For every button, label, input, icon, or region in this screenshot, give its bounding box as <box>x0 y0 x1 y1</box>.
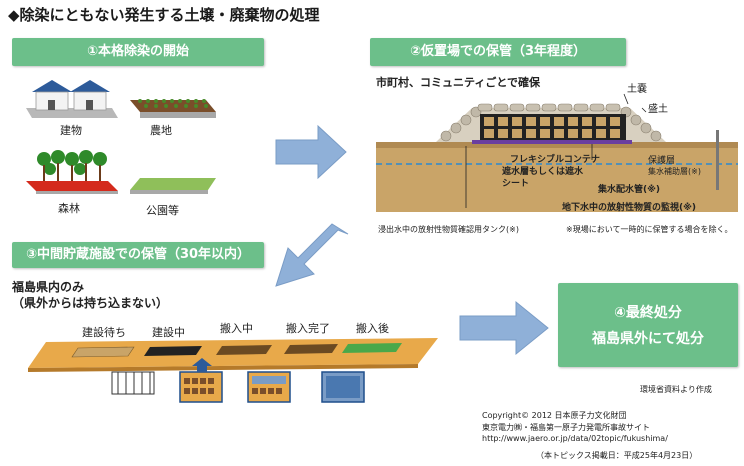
label-donou: 土嚢 <box>627 84 647 95</box>
copyright-link[interactable]: http://www.jaero.or.jp/data/02topic/fuku… <box>482 434 668 443</box>
storage-cross-section <box>376 93 738 212</box>
stage-label-loading: 搬入中 <box>220 322 253 335</box>
label-tank: 浸出水中の放射性物質確認用タンク(※) <box>378 225 519 234</box>
copyright-line2: 東京電力㈱・福島第一原子力発電所事故サイト <box>482 423 650 432</box>
stage-label-waiting: 建設待ち <box>82 326 126 339</box>
label-shasui: 遮水層もしくは遮水シート <box>502 167 584 189</box>
item-building-label: 建物 <box>60 124 82 137</box>
label-hogo: 保護層 <box>648 156 676 166</box>
page-title: ◆除染にともない発生する土壌・廃棄物の処理 <box>8 6 320 24</box>
label-container: フレキシブルコンテナ <box>510 155 600 165</box>
park-icon <box>130 178 216 194</box>
source-note: 環境省資料より作成 <box>640 385 712 394</box>
stage-label-after: 搬入後 <box>356 322 389 335</box>
item-forest-label: 森林 <box>58 202 80 215</box>
step3-label: ③中間貯蔵施設での保管（30年以内） <box>25 247 251 262</box>
step2-header: ②仮置場での保管（3年程度） <box>370 38 626 66</box>
item-park-label: 公園等 <box>146 204 179 217</box>
label-morido: 盛土 <box>648 104 668 115</box>
arrow-right-icon <box>275 124 347 180</box>
step2-label: ②仮置場での保管（3年程度） <box>409 44 587 59</box>
interim-storage-illustration <box>28 338 438 403</box>
step3-note-line1: 福島県内のみ <box>12 280 85 294</box>
label-shusui-pipe: 集水配水管(※) <box>598 185 660 195</box>
step1-label: ①本格除染の開始 <box>86 44 189 59</box>
building-icon <box>26 80 118 118</box>
label-shusui-hojo: 集水補助層(※) <box>648 167 701 176</box>
step4-line2: 福島県外にて処分 <box>592 331 704 347</box>
farmland-icon <box>130 99 216 118</box>
copyright-line1: Copyright© 2012 日本原子力文化財団 <box>482 411 627 420</box>
stage-label-construction: 建設中 <box>152 326 185 339</box>
arrow-right-icon <box>459 300 549 356</box>
step4-box: ④最終処分 福島県外にて処分 <box>558 283 738 367</box>
step2-subtitle: 市町村、コミュニティごとで確保 <box>376 76 541 89</box>
label-footnote: ※現場において一時的に保管する場合を除く。 <box>566 225 733 234</box>
label-kanshi: 地下水中の放射性物質の監視(※) <box>562 203 696 213</box>
arrow-down-left-icon <box>275 223 349 287</box>
step4-line1: ④最終処分 <box>614 305 682 321</box>
stage-label-loaded: 搬入完了 <box>286 322 330 335</box>
step1-header: ①本格除染の開始 <box>12 38 264 66</box>
step3-note-line2: （県外からは持ち込まない） <box>12 296 169 310</box>
copyright-date: （本トピックス掲載日：平成25年4月23日） <box>536 451 698 460</box>
step3-header: ③中間貯蔵施設での保管（30年以内） <box>12 242 264 268</box>
item-farmland-label: 農地 <box>150 124 172 137</box>
forest-icon <box>26 150 118 194</box>
